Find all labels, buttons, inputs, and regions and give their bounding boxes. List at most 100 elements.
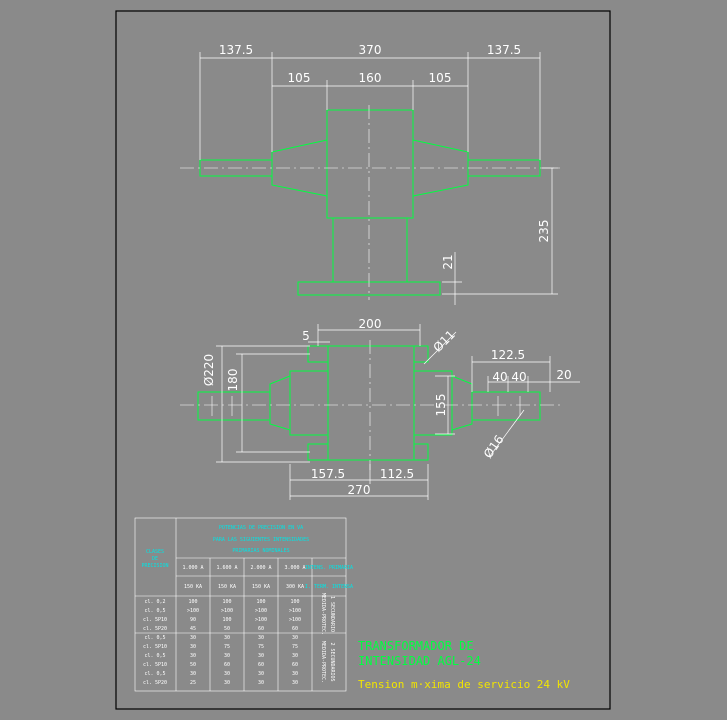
- table-class-3: PRECISION: [141, 563, 168, 569]
- table-head: POTENCIAS DE PRECISION EN VA PARA LAS SI…: [141, 525, 353, 590]
- table-current-4: 3.000 A: [284, 565, 305, 571]
- table-cell: 60: [258, 626, 264, 632]
- plan-centerlines: [180, 340, 560, 470]
- table-cell: 100: [290, 599, 299, 605]
- table-ka-1: 150 KA: [184, 584, 202, 590]
- dim-160: 160: [359, 71, 382, 85]
- table-head-line-1: POTENCIAS DE PRECISION EN VA: [219, 525, 303, 531]
- table-cell: 30: [258, 635, 264, 641]
- dim-105-right: 105: [429, 71, 452, 85]
- table-cell: >100: [187, 608, 199, 614]
- dim-40-a: 40: [492, 370, 507, 384]
- table-cell: 100: [222, 599, 231, 605]
- table-cell: cl. 0,5: [144, 608, 165, 614]
- title-line-3: Tension m·xima de servicio 24 kV: [358, 678, 570, 691]
- dim-105-left: 105: [288, 71, 311, 85]
- table-cell: 30: [258, 653, 264, 659]
- dim-dia-16: Ø16: [481, 433, 507, 461]
- front-dim-labels: 137.5 370 137.5 105 160 105 235 21: [219, 43, 551, 270]
- front-pedestal: [332, 217, 408, 283]
- table-head-line-3: PRIMARIAS NOMINALES: [232, 548, 289, 554]
- table-cell: 30: [258, 671, 264, 677]
- plan-dim-lines: [216, 324, 580, 500]
- table-side-1: 1 SECUNDARIO: [329, 596, 335, 632]
- table-cell: 30: [224, 671, 230, 677]
- front-centerlines: [180, 105, 560, 300]
- dim-21: 21: [441, 254, 455, 269]
- table-cell: cl. 5P20: [143, 626, 167, 632]
- front-body: [326, 109, 414, 219]
- dim-122-5: 122.5: [491, 348, 525, 362]
- table-cell: 30: [190, 653, 196, 659]
- table-cell: 45: [190, 626, 196, 632]
- table-class-1: CLASES: [146, 549, 164, 555]
- table-ka-2: 150 KA: [218, 584, 236, 590]
- table-class-2: DE: [152, 556, 158, 562]
- table-cell: >100: [221, 608, 233, 614]
- table-cell: >100: [255, 617, 267, 623]
- table-cell: 30: [292, 680, 298, 686]
- dim-235: 235: [537, 220, 551, 243]
- plan-right-cone: [451, 375, 473, 431]
- title-line-2: INTENSIDAD AGL-24: [358, 654, 481, 668]
- dim-200: 200: [359, 317, 382, 331]
- table-side-3: 2 SECUNDARIOS: [329, 642, 335, 681]
- table-cell: 30: [190, 671, 196, 677]
- table-cell: 30: [224, 653, 230, 659]
- table-ka-3: 150 KA: [252, 584, 270, 590]
- table-cell: 60: [292, 626, 298, 632]
- plan-dim-labels: 200 5 Ø11 Ø220 180 122.5 40 40 20 155 Ø1…: [202, 317, 572, 497]
- plan-left-flange: [289, 370, 329, 436]
- table-side-4: MEDIDA-PROTEC.: [320, 641, 326, 683]
- title-block: TRANSFORMADOR DE INTENSIDAD AGL-24 Tensi…: [358, 639, 570, 691]
- table-side-labels: 1 SECUNDARIO MEDIDA-PROTEC. 2 SECUNDARIO…: [320, 593, 335, 683]
- dim-40-b: 40: [511, 370, 526, 384]
- table-cell: 90: [190, 617, 196, 623]
- plan-bolt-bottom-left: [307, 443, 329, 461]
- table-cell: >100: [289, 608, 301, 614]
- dim-20: 20: [556, 368, 571, 382]
- precision-table: [134, 517, 347, 692]
- table-cell: cl. 5P10: [143, 617, 167, 623]
- table-cell: 100: [256, 599, 265, 605]
- front-view: [199, 109, 541, 296]
- table-extra-head-1: INTENS. PRIMARIA: [305, 565, 353, 571]
- table-cell: cl. 5P10: [143, 644, 167, 650]
- plan-body: [327, 345, 415, 461]
- table-cell: 30: [258, 680, 264, 686]
- table-current-1: 1.000 A: [182, 565, 203, 571]
- table-cell: cl. 0,2: [144, 599, 165, 605]
- front-dim-lines: [199, 52, 558, 305]
- dim-5: 5: [302, 329, 310, 343]
- dim-dia-220: Ø220: [202, 354, 216, 386]
- table-cell: 50: [224, 626, 230, 632]
- table-cell: cl. 0,5: [144, 653, 165, 659]
- table-cell: cl. 0,5: [144, 671, 165, 677]
- table-cell: 100: [188, 599, 197, 605]
- plan-right-terminal: [471, 391, 541, 421]
- dim-370: 370: [359, 43, 382, 57]
- plan-left-terminal: [197, 391, 271, 421]
- front-right-cone: [412, 139, 469, 197]
- dim-dia-11: Ø11: [430, 327, 457, 354]
- table-cell: 30: [224, 680, 230, 686]
- table-rows: cl. 0,2 100 100 100 100 cl. 0,5 >100 >100 >100 >1…: [143, 599, 301, 686]
- table-cell: 60: [258, 662, 264, 668]
- table-cell: 75: [292, 644, 298, 650]
- plan-bolt-top-right: [413, 345, 429, 363]
- plan-bolt-top-left: [307, 345, 329, 363]
- table-current-3: 2.000 A: [250, 565, 271, 571]
- table-cell: 30: [190, 644, 196, 650]
- table-cell: 30: [190, 635, 196, 641]
- table-cell: cl. 5P10: [143, 662, 167, 668]
- dim-157-5: 157.5: [311, 467, 345, 481]
- dim-180: 180: [226, 369, 240, 392]
- dim-137-5-left: 137.5: [219, 43, 253, 57]
- dim-112-5: 112.5: [380, 467, 414, 481]
- plan-bolt-bottom-right: [413, 443, 429, 461]
- table-cell: 100: [222, 617, 231, 623]
- sheet-frame: [115, 10, 611, 710]
- table-cell: 50: [190, 662, 196, 668]
- table-cell: cl. 0,5: [144, 635, 165, 641]
